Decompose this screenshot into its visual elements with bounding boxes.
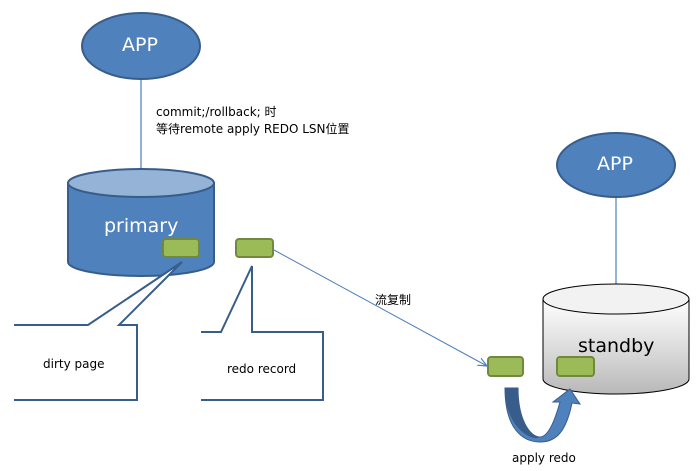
app-node-top[interactable] <box>81 12 201 80</box>
redo-record-block[interactable] <box>235 238 274 258</box>
dirty-page-block[interactable] <box>162 238 200 258</box>
dirty-page-label: dirty page <box>43 357 105 371</box>
primary-label: primary <box>104 215 179 237</box>
redo-record-callout <box>201 265 324 401</box>
app-right-label: APP <box>597 153 633 175</box>
app-top-label: APP <box>122 34 158 56</box>
app-node-right[interactable] <box>556 132 676 198</box>
dirty-page-callout <box>14 261 183 401</box>
primary-database-icon[interactable] <box>67 168 215 277</box>
stream-replication-arrow <box>273 249 487 366</box>
stream-replication-label: 流复制 <box>375 293 412 307</box>
redo-record-label: redo record <box>227 362 297 376</box>
standby-page-block[interactable] <box>556 356 595 377</box>
received-redo-block[interactable] <box>487 356 524 377</box>
commit-note-line1: commit;/rollback; 时 <box>156 105 277 119</box>
commit-note-line2: 等待remote apply REDO LSN位置 <box>156 122 350 136</box>
apply-redo-arrow-icon <box>504 387 582 443</box>
apply-redo-label: apply redo <box>512 451 576 465</box>
standby-label: standby <box>578 335 655 357</box>
